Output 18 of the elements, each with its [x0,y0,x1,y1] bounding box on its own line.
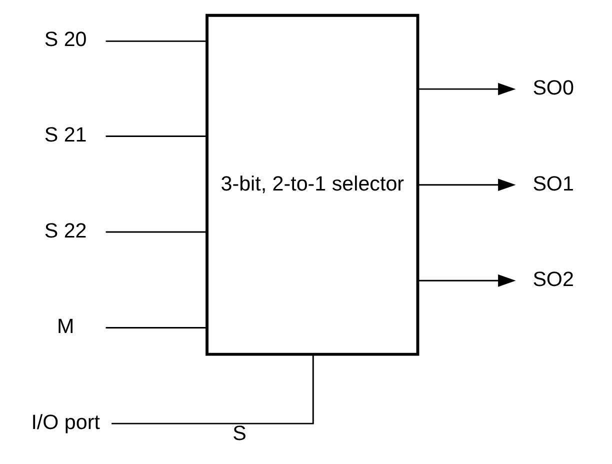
node-text: SO0 [532,76,574,100]
node-box: 3-bit, 2-to-1 selector [205,14,419,356]
connector [105,40,206,42]
node-text: SO2 [532,268,574,292]
node-text: I/O port [30,411,100,434]
arrow [418,178,516,192]
edge-label: S [232,422,246,446]
connector [105,135,206,137]
node-text: S 20 [44,28,86,51]
node-text: S 22 [44,219,86,242]
connector [105,231,206,233]
connector [111,354,314,424]
node-text: M [56,315,74,338]
arrow [418,274,516,287]
node-text: S 21 [44,124,86,147]
connector [105,327,206,329]
arrow [418,82,516,96]
node-text: SO1 [532,172,574,196]
